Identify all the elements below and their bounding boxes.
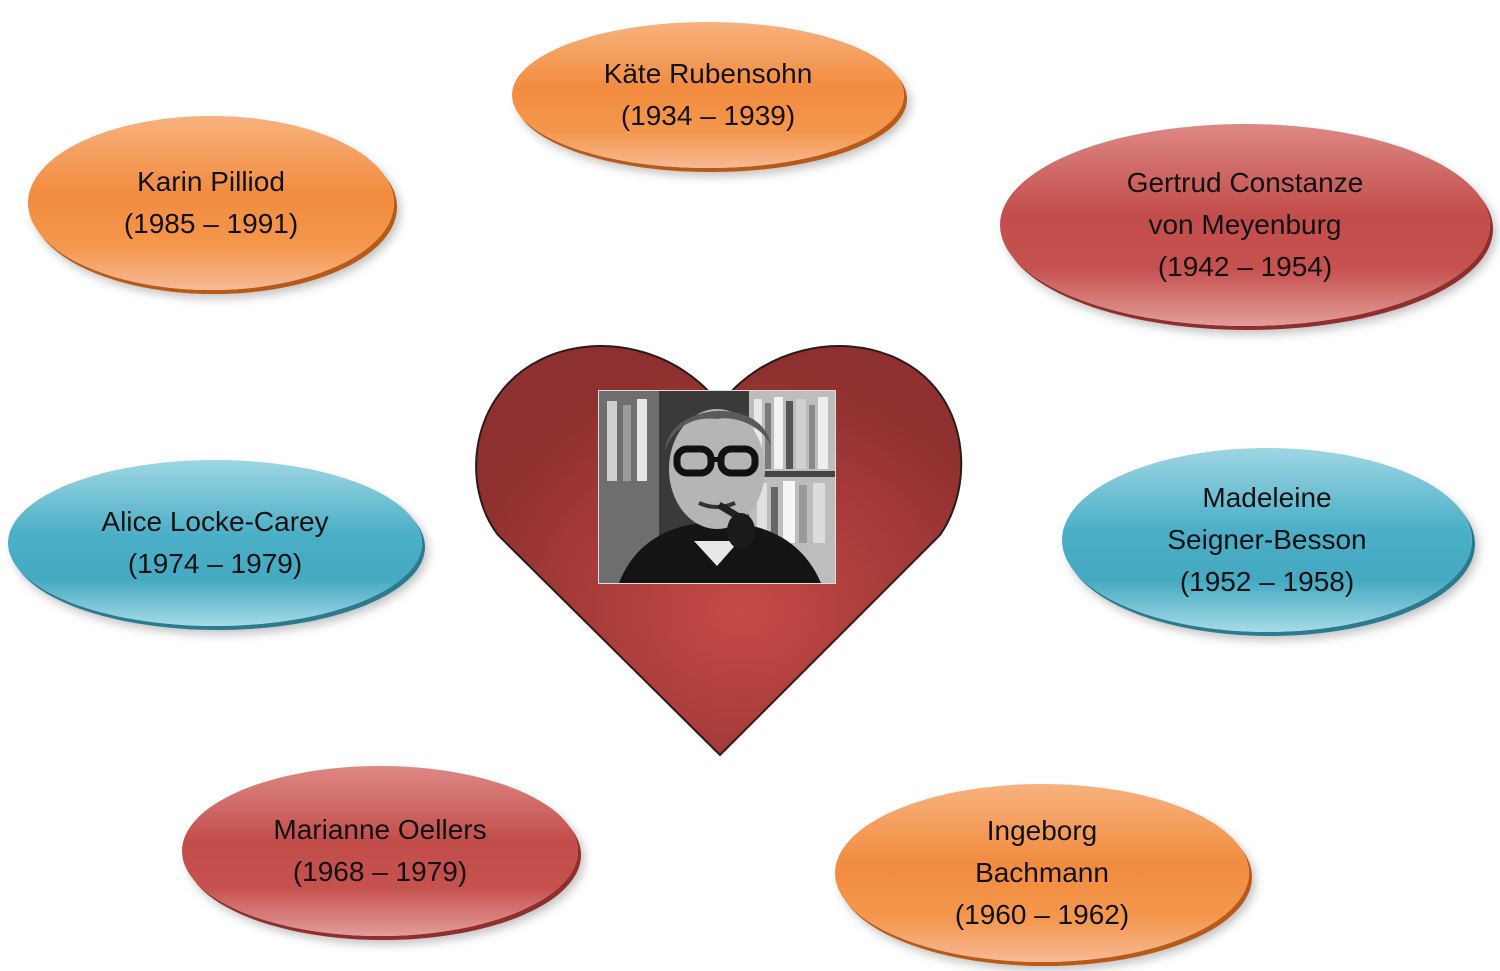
node-name-line-2: Bachmann xyxy=(975,857,1109,888)
node-kate-rubensohn: Käte Rubensohn (1934 – 1939) xyxy=(512,22,904,168)
node-ingeborg-bachmann: Ingeborg Bachmann (1960 – 1962) xyxy=(835,784,1249,962)
node-name-line-1: Gertrud Constanze xyxy=(1126,167,1364,198)
node-name: Marianne Oellers xyxy=(273,814,487,845)
node-name: Alice Locke-Carey xyxy=(101,506,329,537)
node-years: (1942 – 1954) xyxy=(1157,251,1333,282)
node-karin-pilliod: Karin Pilliod (1985 – 1991) xyxy=(28,116,394,290)
node-years: (1985 – 1991) xyxy=(123,208,299,239)
node-years: (1968 – 1979) xyxy=(292,856,468,887)
node-years: (1974 – 1979) xyxy=(127,548,303,579)
node-years: (1934 – 1939) xyxy=(620,100,796,131)
node-years: (1952 – 1958) xyxy=(1179,566,1355,597)
node-marianne-oellers: Marianne Oellers (1968 – 1979) xyxy=(182,766,578,936)
node-years: (1960 – 1962) xyxy=(954,899,1130,930)
node-name: Käte Rubensohn xyxy=(603,58,813,89)
node-name-line-1: Ingeborg xyxy=(986,815,1098,846)
portrait-photo xyxy=(598,390,836,584)
node-name: Karin Pilliod xyxy=(137,166,285,197)
node-name-line-2: Seigner-Besson xyxy=(1167,524,1367,555)
node-gertrud-constanze-von-meyenburg: Gertrud Constanze von Meyenburg (1942 – … xyxy=(1000,124,1490,326)
node-name-line-2: von Meyenburg xyxy=(1148,209,1342,240)
node-alice-locke-carey: Alice Locke-Carey (1974 – 1979) xyxy=(8,460,422,626)
node-madeleine-seigner-besson: Madeleine Seigner-Besson (1952 – 1958) xyxy=(1062,448,1472,632)
portrait-photo-image xyxy=(599,391,835,583)
node-name-line-1: Madeleine xyxy=(1202,482,1332,513)
